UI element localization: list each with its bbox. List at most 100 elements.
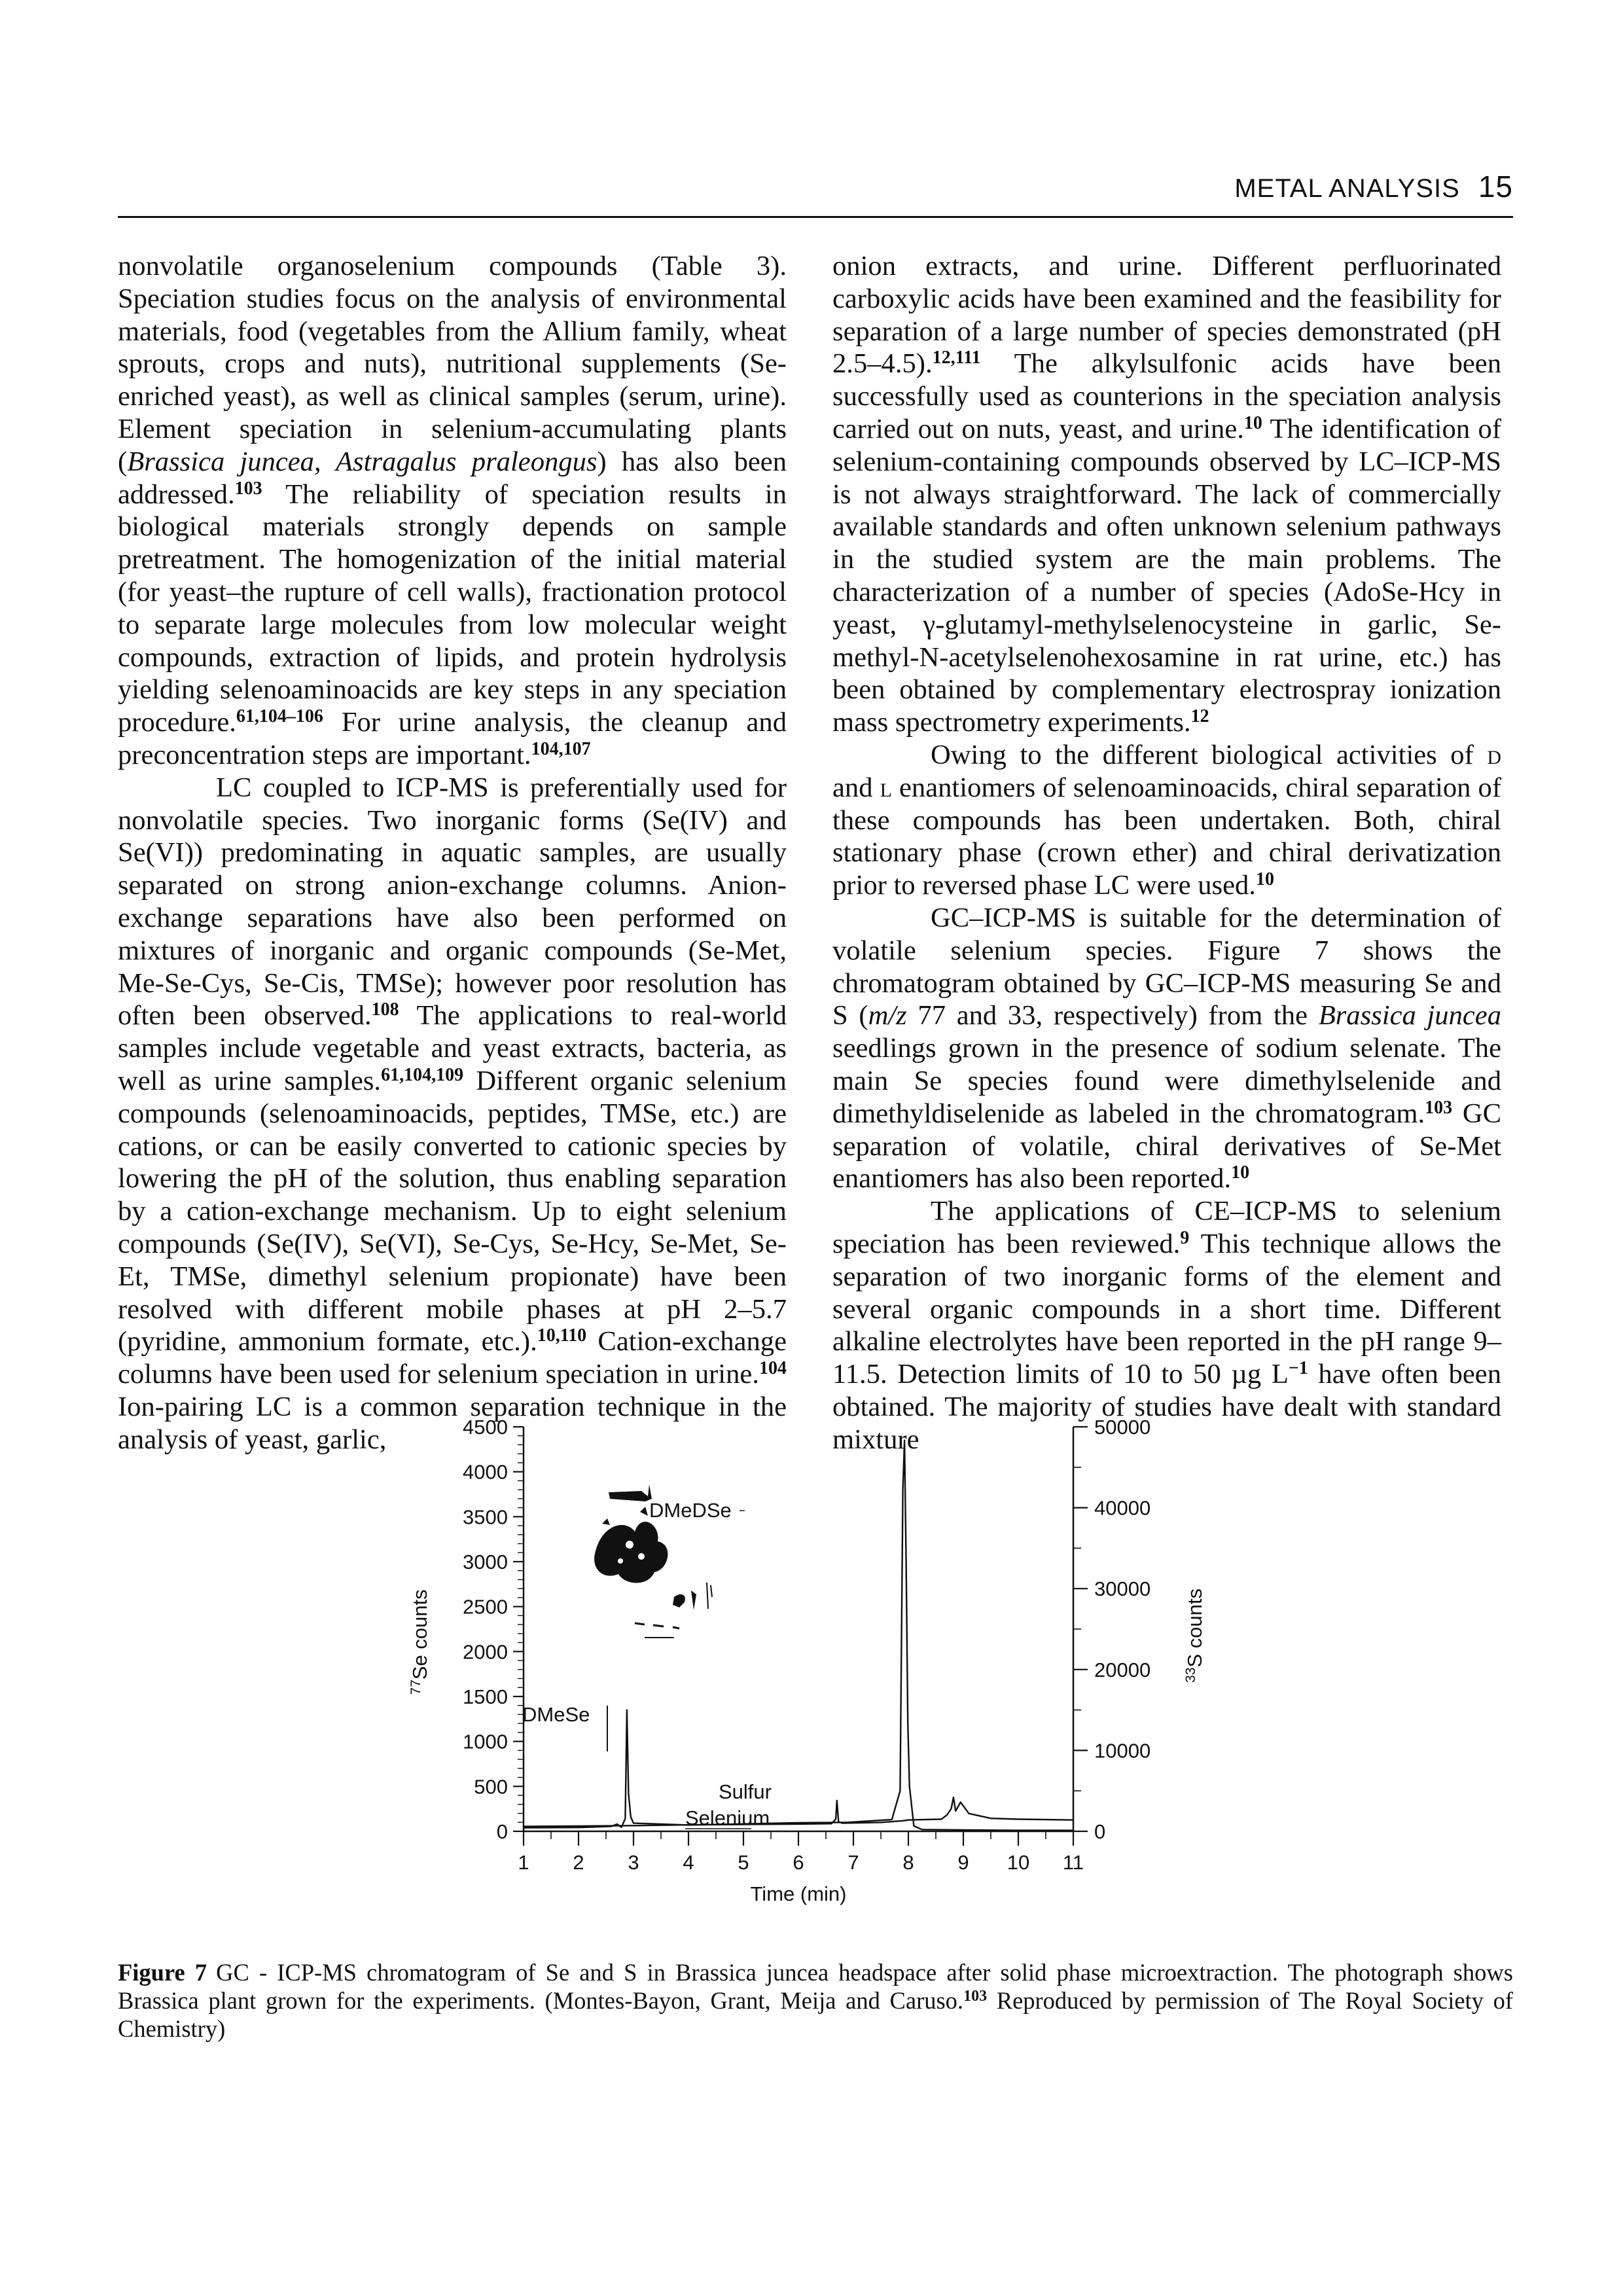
x-tick-label: 3 [628,1851,639,1874]
italic-text: Brassica juncea, Astragalus praleongus [127,446,597,477]
y-left-tick-label: 4000 [463,1461,508,1484]
x-tick-label: 11 [1063,1851,1084,1874]
citation-ref: −1 [1288,1358,1308,1379]
trace-label-sulfur: Sulfur [719,1780,772,1803]
text-run: enantiomers of selenoaminoacids, chiral … [832,772,1501,901]
citation-ref: 12,111 [932,348,981,368]
header-rule [118,216,1513,218]
right-column: onion extracts, and urine. Different per… [832,250,1501,1456]
text-run: The applications to real-world samples i… [118,1000,787,1096]
text-run: ) has also been addressed. [118,446,787,510]
figure-7: 0 500 1000 1500 2000 2500 3000 3500 4000 4500 0 100… [366,1401,1257,1964]
paragraph: onion extracts, and urine. Different per… [832,250,1501,739]
italic-text: Brassica juncea [1318,1000,1501,1031]
y-right-tick-label: 40000 [1094,1497,1150,1520]
small-caps-text: d [1487,739,1501,770]
x-tick-label: 9 [957,1851,969,1874]
text-run: Owing to the different biological activi… [931,739,1488,770]
italic-text: m/z [868,1000,907,1031]
left-column: nonvolatile organoselenium compounds (Ta… [118,250,787,1456]
text-run: The reliability of speciation results in… [118,478,787,738]
y-left-tick-label: 1500 [463,1685,508,1708]
text-run: GC separation of volatile, chiral deriva… [832,1098,1501,1194]
citation-ref: 104 [759,1358,787,1379]
citation-ref: 10 [1231,1162,1250,1183]
paragraph: GC–ICP-MS is suitable for the determinat… [832,902,1501,1195]
citation-ref: 103 [963,1988,988,2005]
text-run: The applications of CE–ICP-MS to seleniu… [832,1196,1501,1259]
y-left-tick-label: 2500 [463,1596,508,1619]
y-right-tick-label: 0 [1094,1820,1105,1843]
chromatogram-chart: 0 500 1000 1500 2000 2500 3000 3500 4000 4500 0 100… [408,1416,1206,1905]
citation-ref: 9 [1180,1227,1190,1248]
x-tick-label: 2 [573,1851,584,1874]
text-run: Reproduced by permission of The Royal So… [118,1987,1513,2042]
text-run: 77 and 33, respectively) from the [906,1000,1319,1031]
citation-ref: 104,107 [531,738,591,759]
y-left-tick-label: 3500 [463,1505,508,1528]
text-run: Different organic selenium compounds (se… [118,1065,787,1357]
x-tick-label: 10 [1007,1851,1029,1874]
citation-ref: 12 [1190,706,1209,727]
x-tick-label: 8 [902,1851,914,1874]
text-run: onion extracts, and urine. Different per… [832,251,1501,380]
x-tick-label: 1 [518,1851,529,1874]
peak-label-dmedse: DMeDSe [649,1499,732,1522]
figure-label: Figure 7 [118,1959,207,1986]
y-right-axis-title: 33S counts [1183,1588,1206,1683]
x-tick-label: 5 [738,1851,749,1874]
text-run: GC–ICP-MS is suitable for the determinat… [832,902,1501,1031]
y-right-tick-label: 30000 [1094,1577,1150,1600]
chart-axes: 0 500 1000 1500 2000 2500 3000 3500 4000 4500 0 100… [408,1416,1206,1905]
series-sulfur [523,1796,1074,1827]
y-left-tick-label: 1000 [463,1731,508,1753]
text-run: Ion-pairing LC is a common separation te… [118,1391,787,1455]
y-right-tick-label: 50000 [1094,1416,1150,1439]
y-right-tick-label: 20000 [1094,1659,1150,1681]
citation-ref: 10 [1255,869,1274,890]
citation-ref: 61,104–106 [236,706,323,727]
peak-label-dmese: DMeSe [522,1703,590,1726]
trace-label-selenium: Selenium [685,1806,770,1829]
x-axis-title: Time (min) [751,1882,847,1905]
y-left-tick-label: 0 [497,1820,508,1843]
text-run: seedlings grown in the presence of sodiu… [832,1033,1501,1129]
y-left-tick-label: 4500 [463,1416,508,1439]
text-run: and [832,772,880,803]
paragraph: nonvolatile organoselenium compounds (Ta… [118,250,787,772]
text-run: nonvolatile organoselenium compounds (Ta… [118,251,787,477]
text-run: The identification of selenium-containin… [832,413,1501,738]
citation-ref: 61,104,109 [381,1064,464,1085]
citation-ref: 103 [1425,1097,1453,1118]
paragraph: The applications of CE–ICP-MS to seleniu… [832,1195,1501,1456]
citation-ref: 10 [1243,412,1262,433]
text-run: The alkylsulfonic acids have been succes… [832,348,1501,444]
chart-series [523,1439,1074,1831]
x-tick-label: 4 [683,1851,694,1874]
y-left-tick-label: 500 [474,1775,508,1798]
text-run: This technique allows the separation of … [832,1228,1501,1390]
text-run: GC - ICP-MS chromatogram of Se and S in … [118,1959,1513,2014]
x-tick-label: 6 [793,1851,804,1874]
text-run: Cation-exchange columns have been used f… [118,1326,787,1390]
citation-ref: 103 [234,478,262,499]
running-head: METAL ANALYSIS 15 [118,169,1513,208]
paragraph: LC coupled to ICP-MS is preferentially u… [118,772,787,1456]
y-left-tick-label: 2000 [463,1640,508,1663]
page-number: 15 [1478,170,1513,204]
paragraph: Owing to the different biological activi… [832,739,1501,902]
citation-ref: 10,110 [537,1325,587,1346]
text-run: For urine analysis, the cleanup and prec… [118,707,787,770]
x-tick-label: 7 [847,1851,859,1874]
citation-ref: 108 [371,999,399,1020]
running-head-title: METAL ANALYSIS [1234,174,1460,203]
series-selenium [523,1439,1073,1831]
y-left-tick-label: 3000 [463,1551,508,1573]
y-left-axis-title: 77Se counts [408,1589,431,1695]
y-right-tick-label: 10000 [1094,1739,1150,1762]
plant-photo [594,1484,713,1638]
text-run: LC coupled to ICP-MS is preferentially u… [118,772,787,1031]
